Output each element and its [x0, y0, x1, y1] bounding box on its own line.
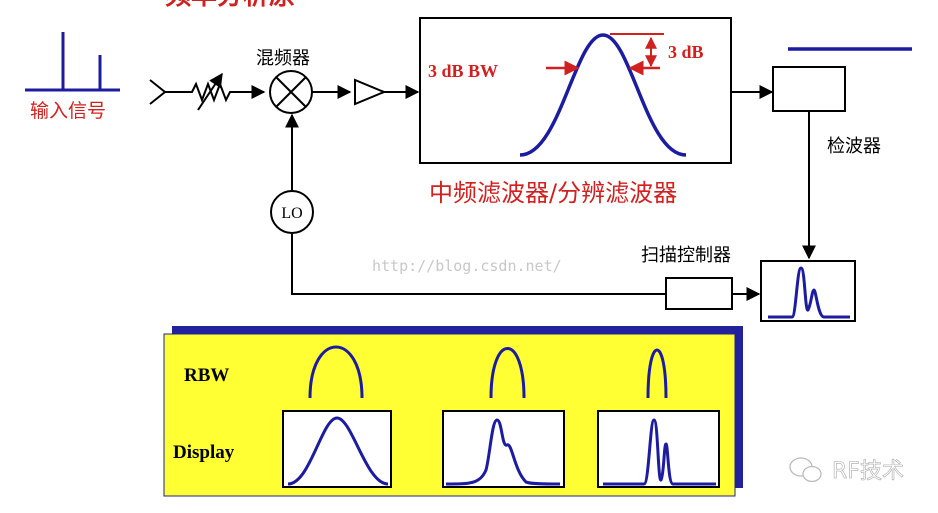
mixer-label: 混频器 — [256, 48, 310, 69]
display-trace — [768, 266, 850, 319]
rbw-shape-medium — [489, 347, 526, 399]
input-signal-spectrum — [25, 32, 120, 92]
display-label: Display — [173, 442, 235, 463]
if-db-label: 3 dB — [668, 42, 704, 62]
watermark-text: http://blog.csdn.net/ — [372, 257, 562, 275]
if-filter-curve — [519, 33, 687, 157]
rbw-label: RBW — [184, 365, 229, 386]
wechat-icon — [789, 457, 822, 483]
display-trace-narrow — [603, 418, 716, 486]
display-screen — [760, 260, 856, 322]
lo-label: LO — [281, 205, 302, 222]
detector-label: 检波器 — [827, 136, 881, 157]
rbw-shape-wide — [308, 345, 364, 399]
mixer-icon — [269, 70, 313, 114]
if-bw-label: 3 dB BW — [428, 61, 498, 81]
antenna-icon — [149, 79, 185, 105]
if-filter-caption: 中频滤波器/分辨滤波器 — [429, 179, 677, 207]
sweep-controller-label: 扫描控制器 — [641, 245, 731, 266]
brand-name: RF技术 — [832, 459, 904, 484]
sweep-to-lo-line — [291, 233, 665, 295]
display-trace-medium — [445, 418, 561, 486]
rbw-shape-narrow — [646, 348, 668, 399]
display-box-medium — [442, 410, 565, 488]
detector-box — [772, 66, 846, 112]
input-signal-label: 输入信号 — [30, 100, 106, 122]
attenuator-icon — [185, 72, 266, 111]
if-filter-box — [419, 17, 732, 164]
amplifier-icon — [354, 78, 387, 106]
display-trace-wide — [287, 416, 389, 486]
sweep-controller-box — [665, 277, 733, 310]
header-title: 频率分析原 — [165, 0, 295, 11]
